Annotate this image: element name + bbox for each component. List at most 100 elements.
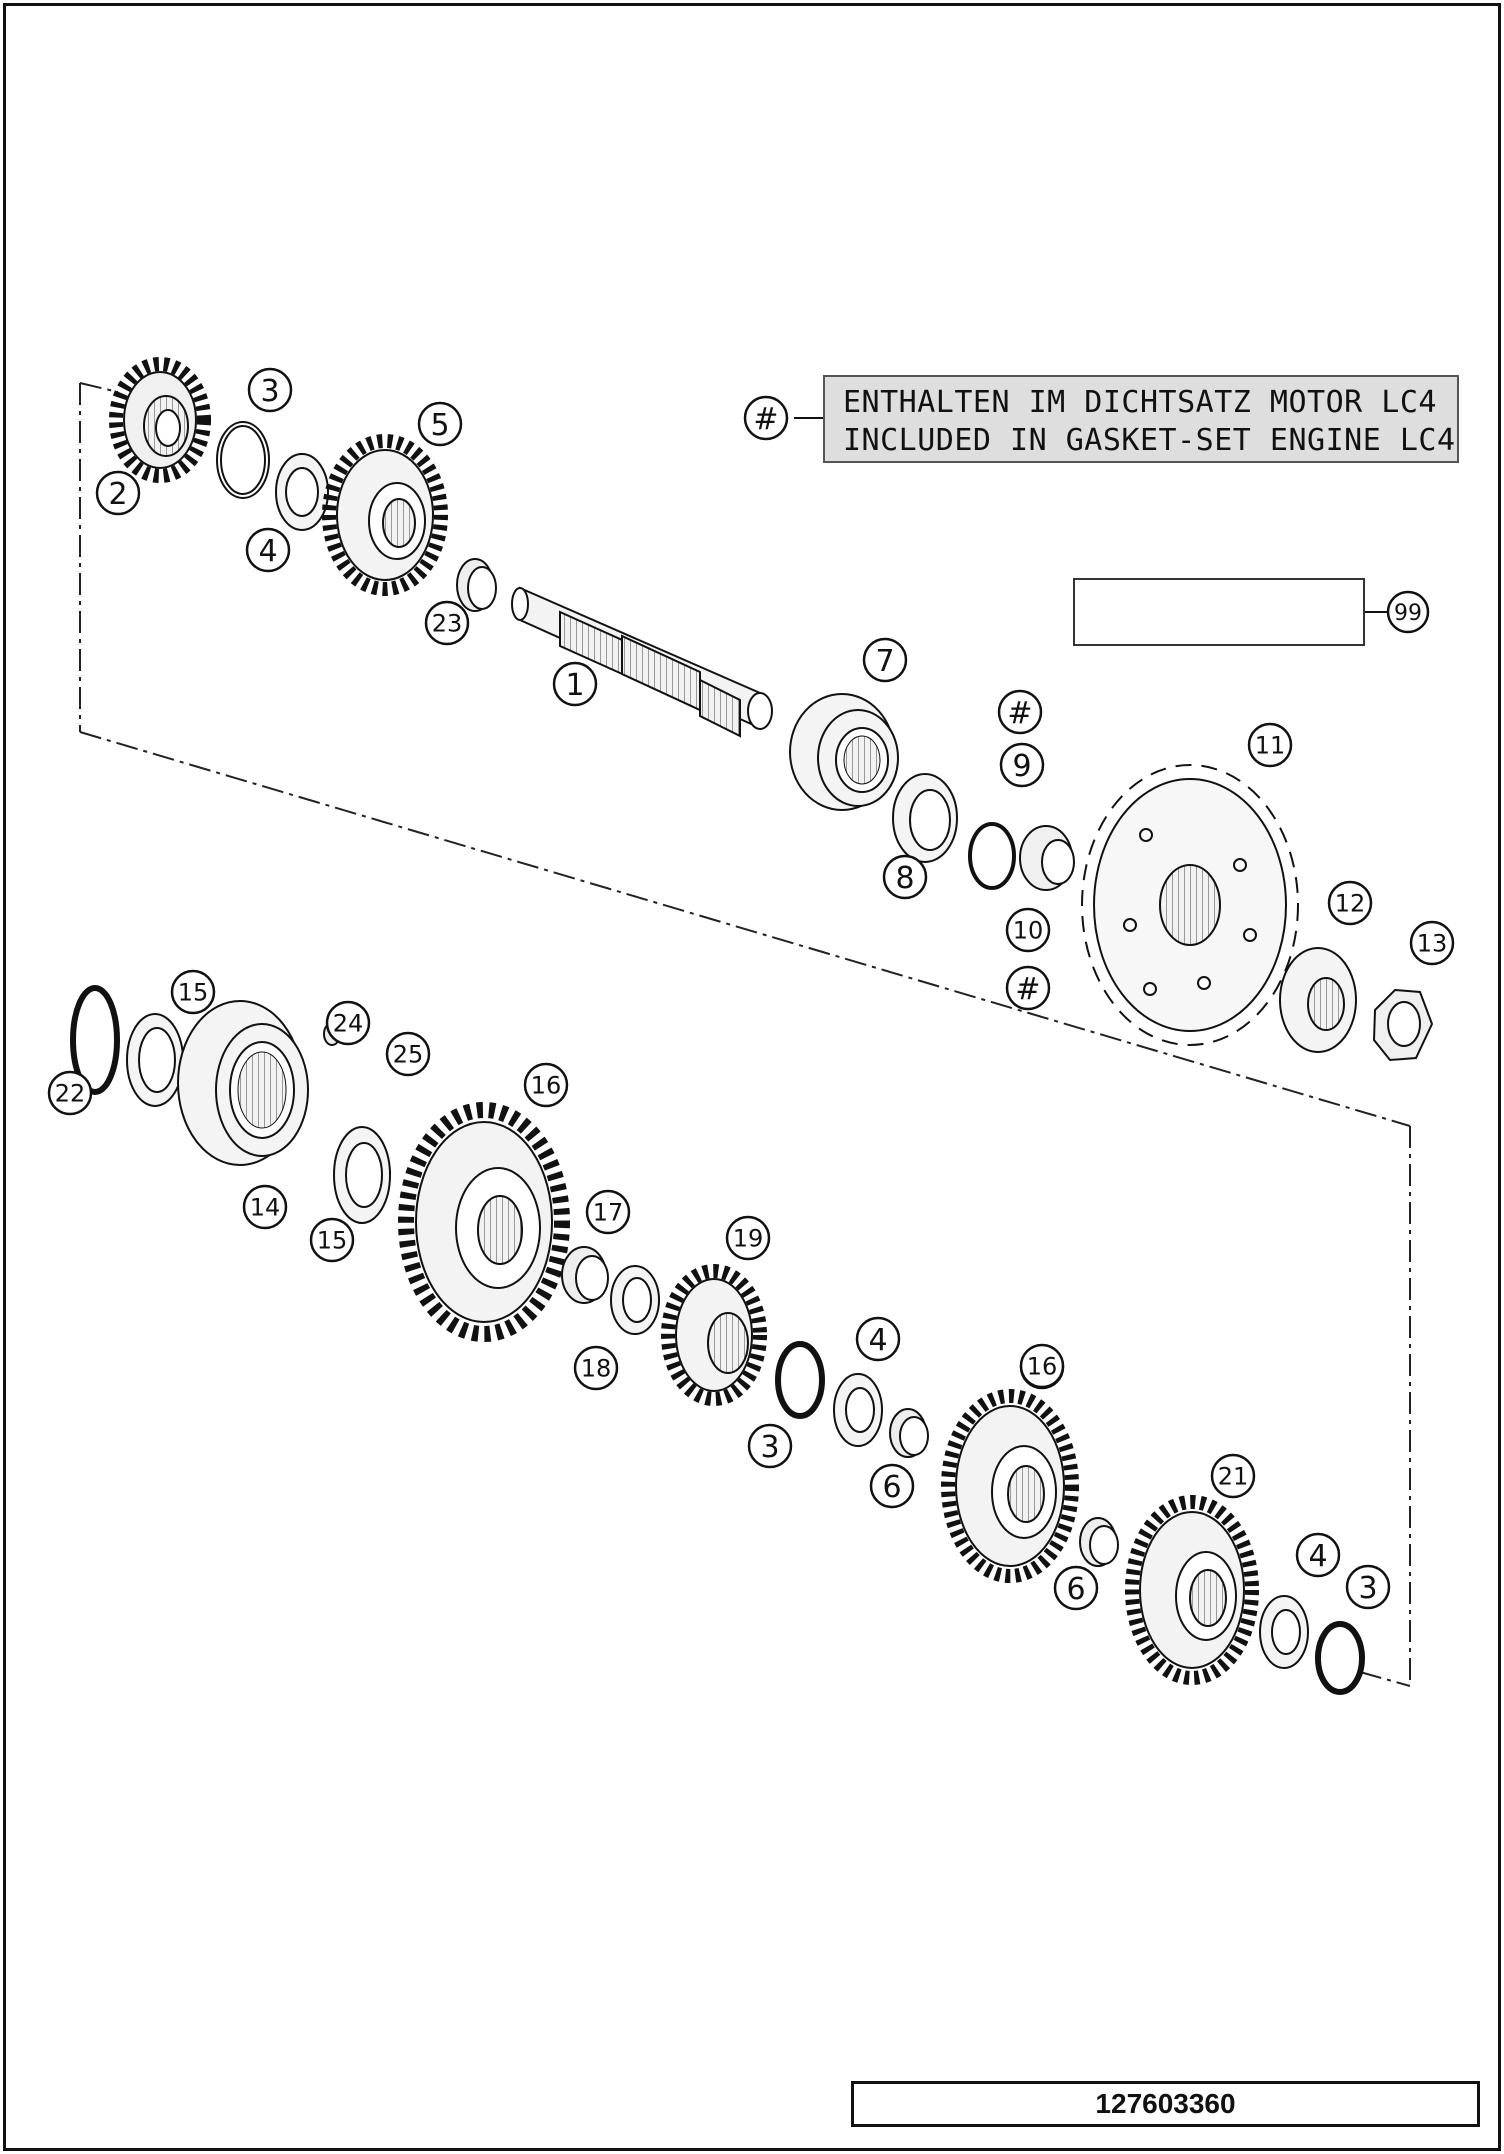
callout-12-text: 12 [1335,890,1366,918]
callout-21: 21 [1210,1453,1256,1499]
callout-9-text: 9 [1012,749,1031,784]
hex-nut-part-13 [1372,988,1434,1062]
washer-part-15-left [126,1013,184,1107]
o-ring-part-9 [968,822,1016,890]
drawing-number: 127603360 [851,2081,1480,2127]
needle-bush-part-23 [456,558,497,612]
callout-3-text: 3 [260,374,279,409]
callout-11: 11 [1247,722,1293,768]
callout-22-text: 22 [55,1080,86,1108]
needle-bush-part-17 [561,1246,609,1304]
callout-10-text: 10 [1013,917,1044,945]
callout-23-text: 23 [432,610,463,638]
callout-4-text: 4 [258,534,277,569]
callout-10: 10 [1005,907,1051,953]
lock-washer-part-12 [1279,947,1357,1053]
callout-17-text: 17 [593,1199,624,1227]
callout-hash-text: # [753,402,778,437]
callout-16: 16 [523,1062,569,1108]
callout-hash: # [1005,965,1051,1011]
callout-labels: 1234567891011121314151617181920212223242… [47,367,1455,1611]
callout-2: 2 [95,470,141,516]
ball-bearing-part-7 [789,693,899,811]
callout-3: 3 [247,367,293,413]
callout-25: 25 [385,1031,431,1077]
callout-1-text: 1 [565,668,584,703]
callout-4: 4 [1295,1532,1341,1578]
gear-part-20 [941,1389,1079,1583]
callout-6: 6 [1053,1565,1099,1611]
callout-18-text: 18 [581,1355,612,1383]
circlip-part-3-top [216,421,270,499]
callout-22: 22 [47,1070,93,1116]
callout-15: 15 [309,1217,355,1263]
callout-3-text: 3 [1358,1571,1377,1606]
washer-part-4-right [1259,1595,1309,1669]
callout-15-text: 15 [178,979,209,1007]
callout-25-text: 25 [393,1041,424,1069]
callout-2-text: 2 [108,477,127,512]
callout-6-text: 6 [882,1470,901,1505]
gear-part-2 [109,357,211,483]
callout-13: 13 [1409,920,1455,966]
callout-hash-text: # [1015,972,1040,1007]
callout-8: 8 [882,854,928,900]
callout-12: 12 [1327,880,1373,926]
callout-4-text: 4 [1308,1539,1327,1574]
callout-14: 14 [242,1184,288,1230]
gasket-set-legend: ENTHALTEN IM DICHTSATZ MOTOR LC4 INCLUDE… [823,375,1459,463]
callout-11-text: 11 [1255,732,1286,760]
callout-4: 4 [245,527,291,573]
callout-4-text: 4 [868,1323,887,1358]
ball-bearing-part-14 [177,1000,309,1166]
circlip-part-3-mid [775,1341,825,1419]
callout-21-text: 21 [1218,1463,1249,1491]
callout-7-text: 7 [875,644,894,679]
callout-14-text: 14 [250,1194,281,1222]
callout-16-text: 16 [531,1072,562,1100]
callout-hash-text: # [1007,696,1032,731]
callout-17: 17 [585,1189,631,1235]
washer-part-15 [333,1126,391,1224]
callout-5: 5 [417,401,463,447]
callout-19: 19 [725,1215,771,1261]
callout-hash: # [743,395,789,441]
callout-7: 7 [862,637,908,683]
assembly-axis-lines [79,382,1411,1687]
callout-8-text: 8 [895,861,914,896]
kit-callout-box [1073,578,1365,646]
needle-bush-part-6-left [889,1408,929,1458]
sprocket-part-11 [1081,764,1299,1046]
spacer-bush-part-10 [1019,825,1075,891]
callout-6-text: 6 [1066,1572,1085,1607]
main-shaft-part-1 [511,586,773,738]
kit-result-callout-99: 99 [1386,590,1430,634]
callout-3: 3 [747,1423,793,1469]
callout-19-text: 19 [733,1225,764,1253]
washer-part-4-top [275,453,329,531]
callout-24-text: 24 [333,1010,364,1038]
circlip-part-22 [70,985,120,1095]
shaft-seal-part-8 [892,773,958,863]
washer-part-4-mid [833,1373,883,1447]
callout-15: 15 [170,969,216,1015]
callout-24: 24 [325,1000,371,1046]
gear-part-19 [661,1264,767,1406]
callout-hash: # [997,689,1043,735]
needle-bush-part-6-right [1079,1517,1119,1567]
callout-13-text: 13 [1417,930,1448,958]
gear-part-21 [1125,1495,1259,1685]
legend-line-german: ENTHALTEN IM DICHTSATZ MOTOR LC4 [843,385,1437,420]
callout-3: 3 [1345,1564,1391,1610]
callout-1: 1 [552,661,598,707]
callout-18: 18 [573,1345,619,1391]
callout-15-text: 15 [317,1227,348,1255]
gear-part-16 [398,1102,570,1342]
circlip-part-3-right [1315,1621,1365,1695]
gear-part-5 [322,434,448,596]
callout-4: 4 [855,1316,901,1362]
drawing-frame [3,3,1501,2151]
callout-3-text: 3 [760,1430,779,1465]
kit-result-callout-99-text: 99 [1394,601,1422,626]
legend-line-english: INCLUDED IN GASKET-SET ENGINE LC4 [843,423,1456,458]
